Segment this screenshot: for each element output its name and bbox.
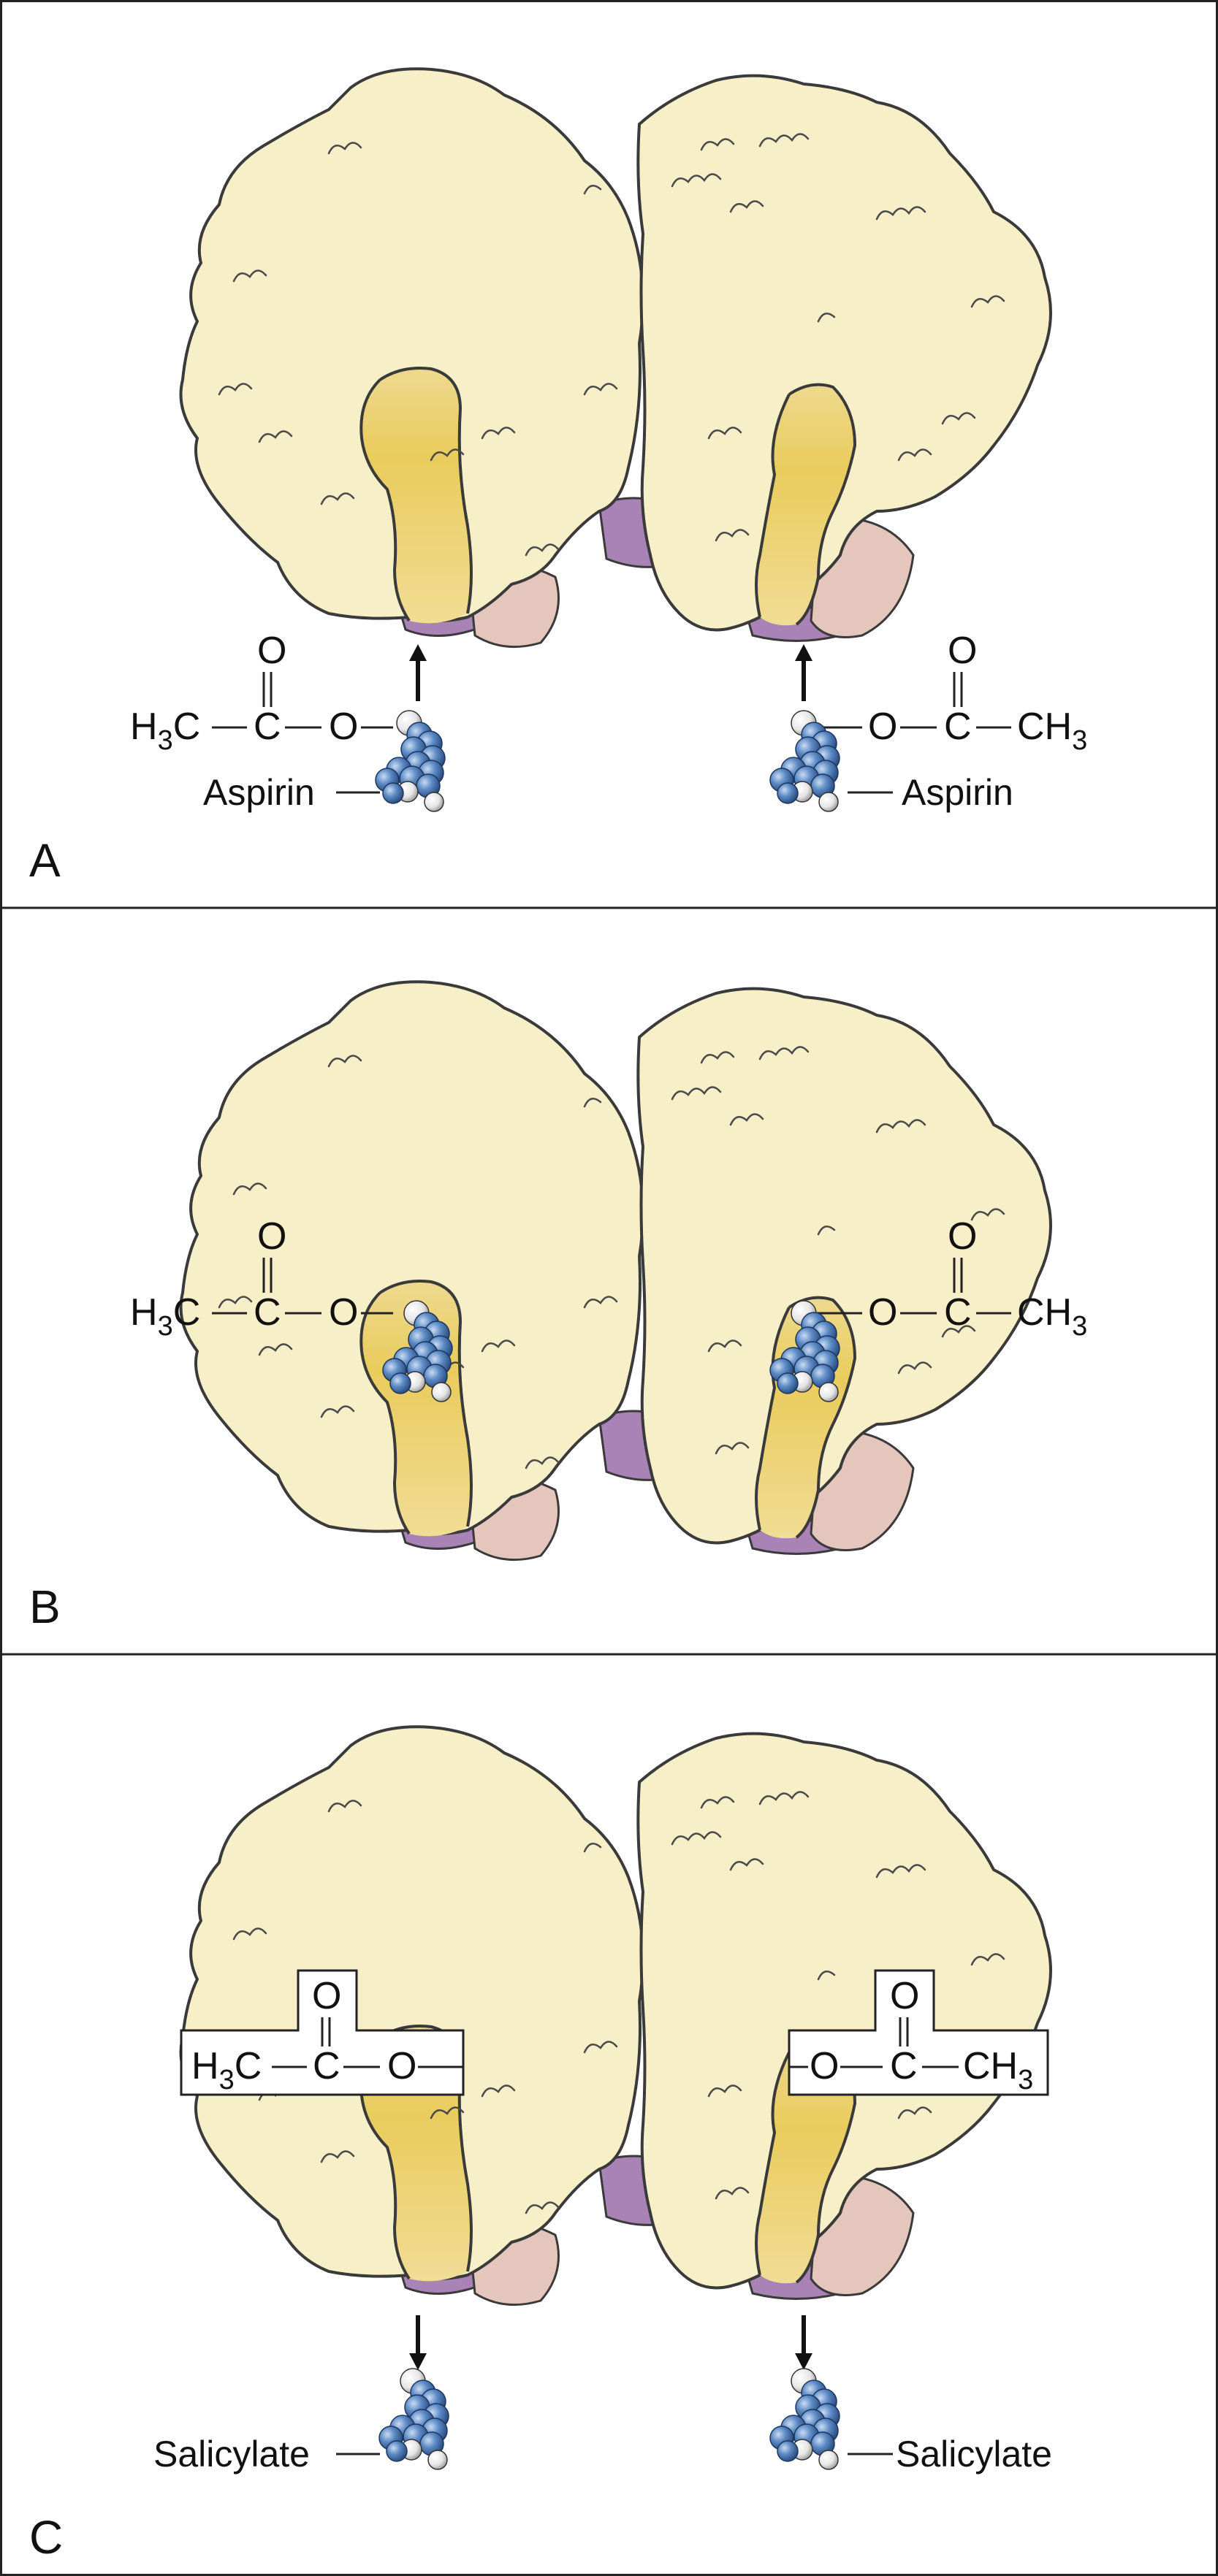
- svg-text:CH3: CH3: [963, 2045, 1033, 2095]
- panel-letter-a: A: [29, 834, 61, 887]
- acetyl-group-left: O H3C C O: [130, 630, 393, 756]
- aspirin-label-left: Aspirin: [203, 772, 315, 813]
- svg-text:O: O: [868, 706, 897, 748]
- svg-text:C: C: [313, 2045, 340, 2087]
- panel-letter-b: B: [29, 1581, 61, 1633]
- svg-text:O: O: [329, 706, 358, 748]
- svg-text:H3C: H3C: [191, 2045, 262, 2095]
- svg-text:O: O: [868, 1291, 897, 1334]
- aspirin-molecule-left: [375, 710, 446, 812]
- svg-text:O: O: [257, 1215, 286, 1258]
- panel-letter-c: C: [29, 2511, 63, 2564]
- svg-text:O: O: [329, 1291, 358, 1334]
- panel-a: O H3C C O Aspirin O C O CH3 Aspirin: [29, 67, 1087, 887]
- svg-text:C: C: [944, 1291, 972, 1334]
- salicylate-molecule-right: [769, 2368, 840, 2470]
- svg-text:O: O: [257, 630, 286, 672]
- cox-enzyme-dimer: [179, 67, 1052, 649]
- svg-text:CH3: CH3: [1017, 1291, 1087, 1342]
- acetylated-serine-left: O H3C C O: [180, 1969, 465, 2096]
- svg-text:O: O: [948, 1215, 977, 1258]
- svg-text:H3C: H3C: [130, 1291, 200, 1342]
- aspirin-molecule-right: [769, 710, 840, 812]
- panel-b: O H3C C O O C O CH3 B: [29, 980, 1087, 1633]
- svg-text:O: O: [890, 1975, 919, 2017]
- acetyl-group-right: O C O CH3: [817, 1215, 1087, 1342]
- acetylated-serine-right: O C O CH3: [788, 1969, 1049, 2096]
- svg-text:H3C: H3C: [130, 706, 200, 756]
- acetyl-group-right: O C O CH3: [817, 630, 1087, 756]
- salicylate-label-left: Salicylate: [153, 2434, 310, 2474]
- cox-enzyme-dimer: [179, 980, 1052, 1562]
- salicylate-molecule-left: [378, 2368, 449, 2470]
- svg-text:CH3: CH3: [1017, 706, 1087, 756]
- svg-text:C: C: [254, 1291, 281, 1334]
- svg-text:O: O: [810, 2045, 839, 2087]
- svg-text:O: O: [312, 1975, 341, 2017]
- svg-text:O: O: [387, 2045, 416, 2087]
- acetyl-group-left: O H3C C O: [130, 1215, 393, 1342]
- panel-c: O H3C C O O C O CH3: [29, 1725, 1052, 2564]
- svg-text:C: C: [890, 2045, 918, 2087]
- salicylate-label-right: Salicylate: [896, 2434, 1052, 2474]
- svg-text:O: O: [948, 630, 977, 672]
- svg-text:C: C: [944, 706, 972, 748]
- svg-text:C: C: [254, 706, 281, 748]
- aspirin-label-right: Aspirin: [902, 772, 1013, 813]
